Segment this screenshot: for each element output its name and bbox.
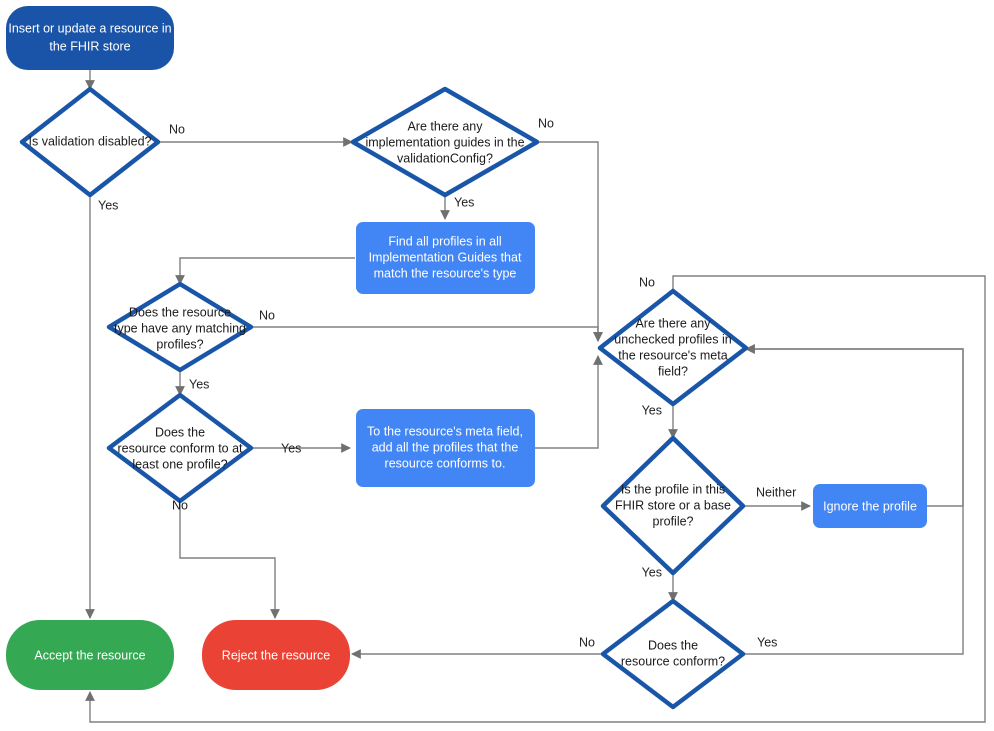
- node-reject[interactable]: Reject the resource: [202, 620, 350, 690]
- unchecked-profiles-label-line-3: the resource's meta: [618, 348, 727, 362]
- add-profiles-label-line-3: resource conforms to.: [385, 456, 506, 470]
- node-accept[interactable]: Accept the resource: [6, 620, 174, 690]
- find-profiles-label-line-3: match the resource's type: [374, 266, 517, 280]
- start-shape: [6, 6, 174, 70]
- validation-disabled-shape: [19, 86, 161, 198]
- impl-guides-shape: [350, 86, 540, 198]
- edge-label-profile-neither: Neither: [756, 485, 796, 499]
- unchecked-profiles-label-line-2: unchecked profiles in: [614, 332, 731, 346]
- connectors: [85, 70, 986, 723]
- conform-one-label-line-3: least one profile?: [132, 457, 227, 471]
- accept-label: Accept the resource: [34, 648, 145, 662]
- find-profiles-label-line-2: Implementation Guides that: [369, 250, 522, 264]
- edge-label-resource-conform-yes: Yes: [757, 635, 777, 649]
- node-find-profiles[interactable]: Find all profiles in all Implementation …: [356, 222, 535, 294]
- validation-disabled-label: Is validation disabled?: [29, 134, 152, 148]
- ignore-profile-label: Ignore the profile: [823, 499, 917, 513]
- node-matching-profiles[interactable]: Does the resource type have any matching…: [106, 281, 254, 373]
- resource-conform-shape: [600, 598, 746, 710]
- find-profiles-label-line-1: Find all profiles in all: [388, 234, 501, 248]
- edge-addprofiles-to-unchecked: [535, 355, 603, 449]
- conform-one-label-line-1: Does the: [155, 425, 205, 439]
- node-start[interactable]: Insert or update a resource in the FHIR …: [6, 6, 174, 70]
- impl-guides-label-line-3: validationConfig?: [397, 151, 493, 165]
- edge-implguides-no-to-unchecked: [537, 141, 603, 342]
- start-label-line-2: the FHIR store: [49, 39, 130, 53]
- edge-unchecked-no-to-accept: [85, 275, 986, 723]
- edge-label-impl-yes: Yes: [454, 195, 474, 209]
- add-profiles-label-line-2: add all the profiles that the: [372, 440, 519, 454]
- edge-resourceconform-yes-to-unchecked: [743, 344, 964, 655]
- profile-in-store-label-line-1: Is the profile in this: [621, 482, 725, 496]
- edge-label-matching-yes: Yes: [189, 377, 209, 391]
- node-ignore-profile[interactable]: Ignore the profile: [813, 484, 927, 528]
- node-impl-guides[interactable]: Are there any implementation guides in t…: [350, 86, 540, 198]
- node-add-profiles[interactable]: To the resource's meta field, add all th…: [356, 409, 535, 487]
- node-conform-one[interactable]: Does the resource conform to at least on…: [106, 392, 254, 504]
- edge-label-impl-no: No: [538, 116, 554, 130]
- edge-label-validation-no: No: [169, 122, 185, 136]
- edge-label-profile-yes: Yes: [642, 565, 662, 579]
- node-unchecked-profiles[interactable]: Are there any unchecked profiles in the …: [597, 288, 749, 407]
- edge-label-validation-yes: Yes: [98, 198, 118, 212]
- reject-shape: [202, 620, 350, 690]
- profile-in-store-label-line-3: profile?: [653, 514, 694, 528]
- edge-label-matching-no: No: [259, 308, 275, 322]
- resource-conform-label-line-2: resource conform?: [621, 654, 725, 668]
- edge-label-conform-one-yes: Yes: [281, 441, 301, 455]
- find-profiles-shape: [356, 222, 535, 294]
- profile-in-store-label-line-2: FHIR store or a base: [615, 498, 731, 512]
- node-profile-in-store[interactable]: Is the profile in this FHIR store or a b…: [600, 435, 746, 576]
- conform-one-shape: [106, 392, 254, 504]
- ignore-profile-shape: [813, 484, 927, 528]
- edge-label-unchecked-no: No: [639, 275, 655, 289]
- unchecked-profiles-label-line-1: Are there any: [635, 316, 711, 330]
- unchecked-profiles-shape: [597, 288, 749, 407]
- matching-profiles-shape: [106, 281, 254, 373]
- unchecked-profiles-label-line-4: field?: [658, 364, 688, 378]
- node-resource-conform[interactable]: Does the resource conform?: [600, 598, 746, 710]
- edge-ignore-to-unchecked: [745, 344, 964, 507]
- resource-conform-label-line-1: Does the: [648, 638, 698, 652]
- add-profiles-shape: [356, 409, 535, 487]
- matching-profiles-label-line-2: type have any matching: [114, 321, 246, 335]
- add-profiles-label-line-1: To the resource's meta field,: [367, 424, 523, 438]
- reject-label: Reject the resource: [222, 648, 330, 662]
- edge-findprofiles-to-matching: [175, 257, 355, 285]
- conform-one-label-line-2: resource conform to at: [117, 441, 243, 455]
- impl-guides-label-line-2: implementation guides in the: [365, 135, 524, 149]
- matching-profiles-label-line-1: Does the resource: [129, 305, 231, 319]
- accept-shape: [6, 620, 174, 690]
- matching-profiles-label-line-3: profiles?: [156, 337, 203, 351]
- edge-label-resource-conform-no: No: [579, 635, 595, 649]
- edge-labels: No Yes No Yes No Yes Yes No No Yes Neith…: [98, 116, 796, 649]
- edge-label-unchecked-yes: Yes: [642, 403, 662, 417]
- edge-conformone-no-to-reject: [179, 501, 280, 619]
- edge-matching-no-to-unchecked: [251, 326, 603, 342]
- node-validation-disabled[interactable]: Is validation disabled?: [19, 86, 161, 198]
- edge-label-conform-one-no: No: [172, 498, 188, 512]
- start-label-line-1: Insert or update a resource in: [8, 21, 171, 35]
- profile-in-store-shape: [600, 435, 746, 576]
- impl-guides-label-line-1: Are there any: [407, 119, 483, 133]
